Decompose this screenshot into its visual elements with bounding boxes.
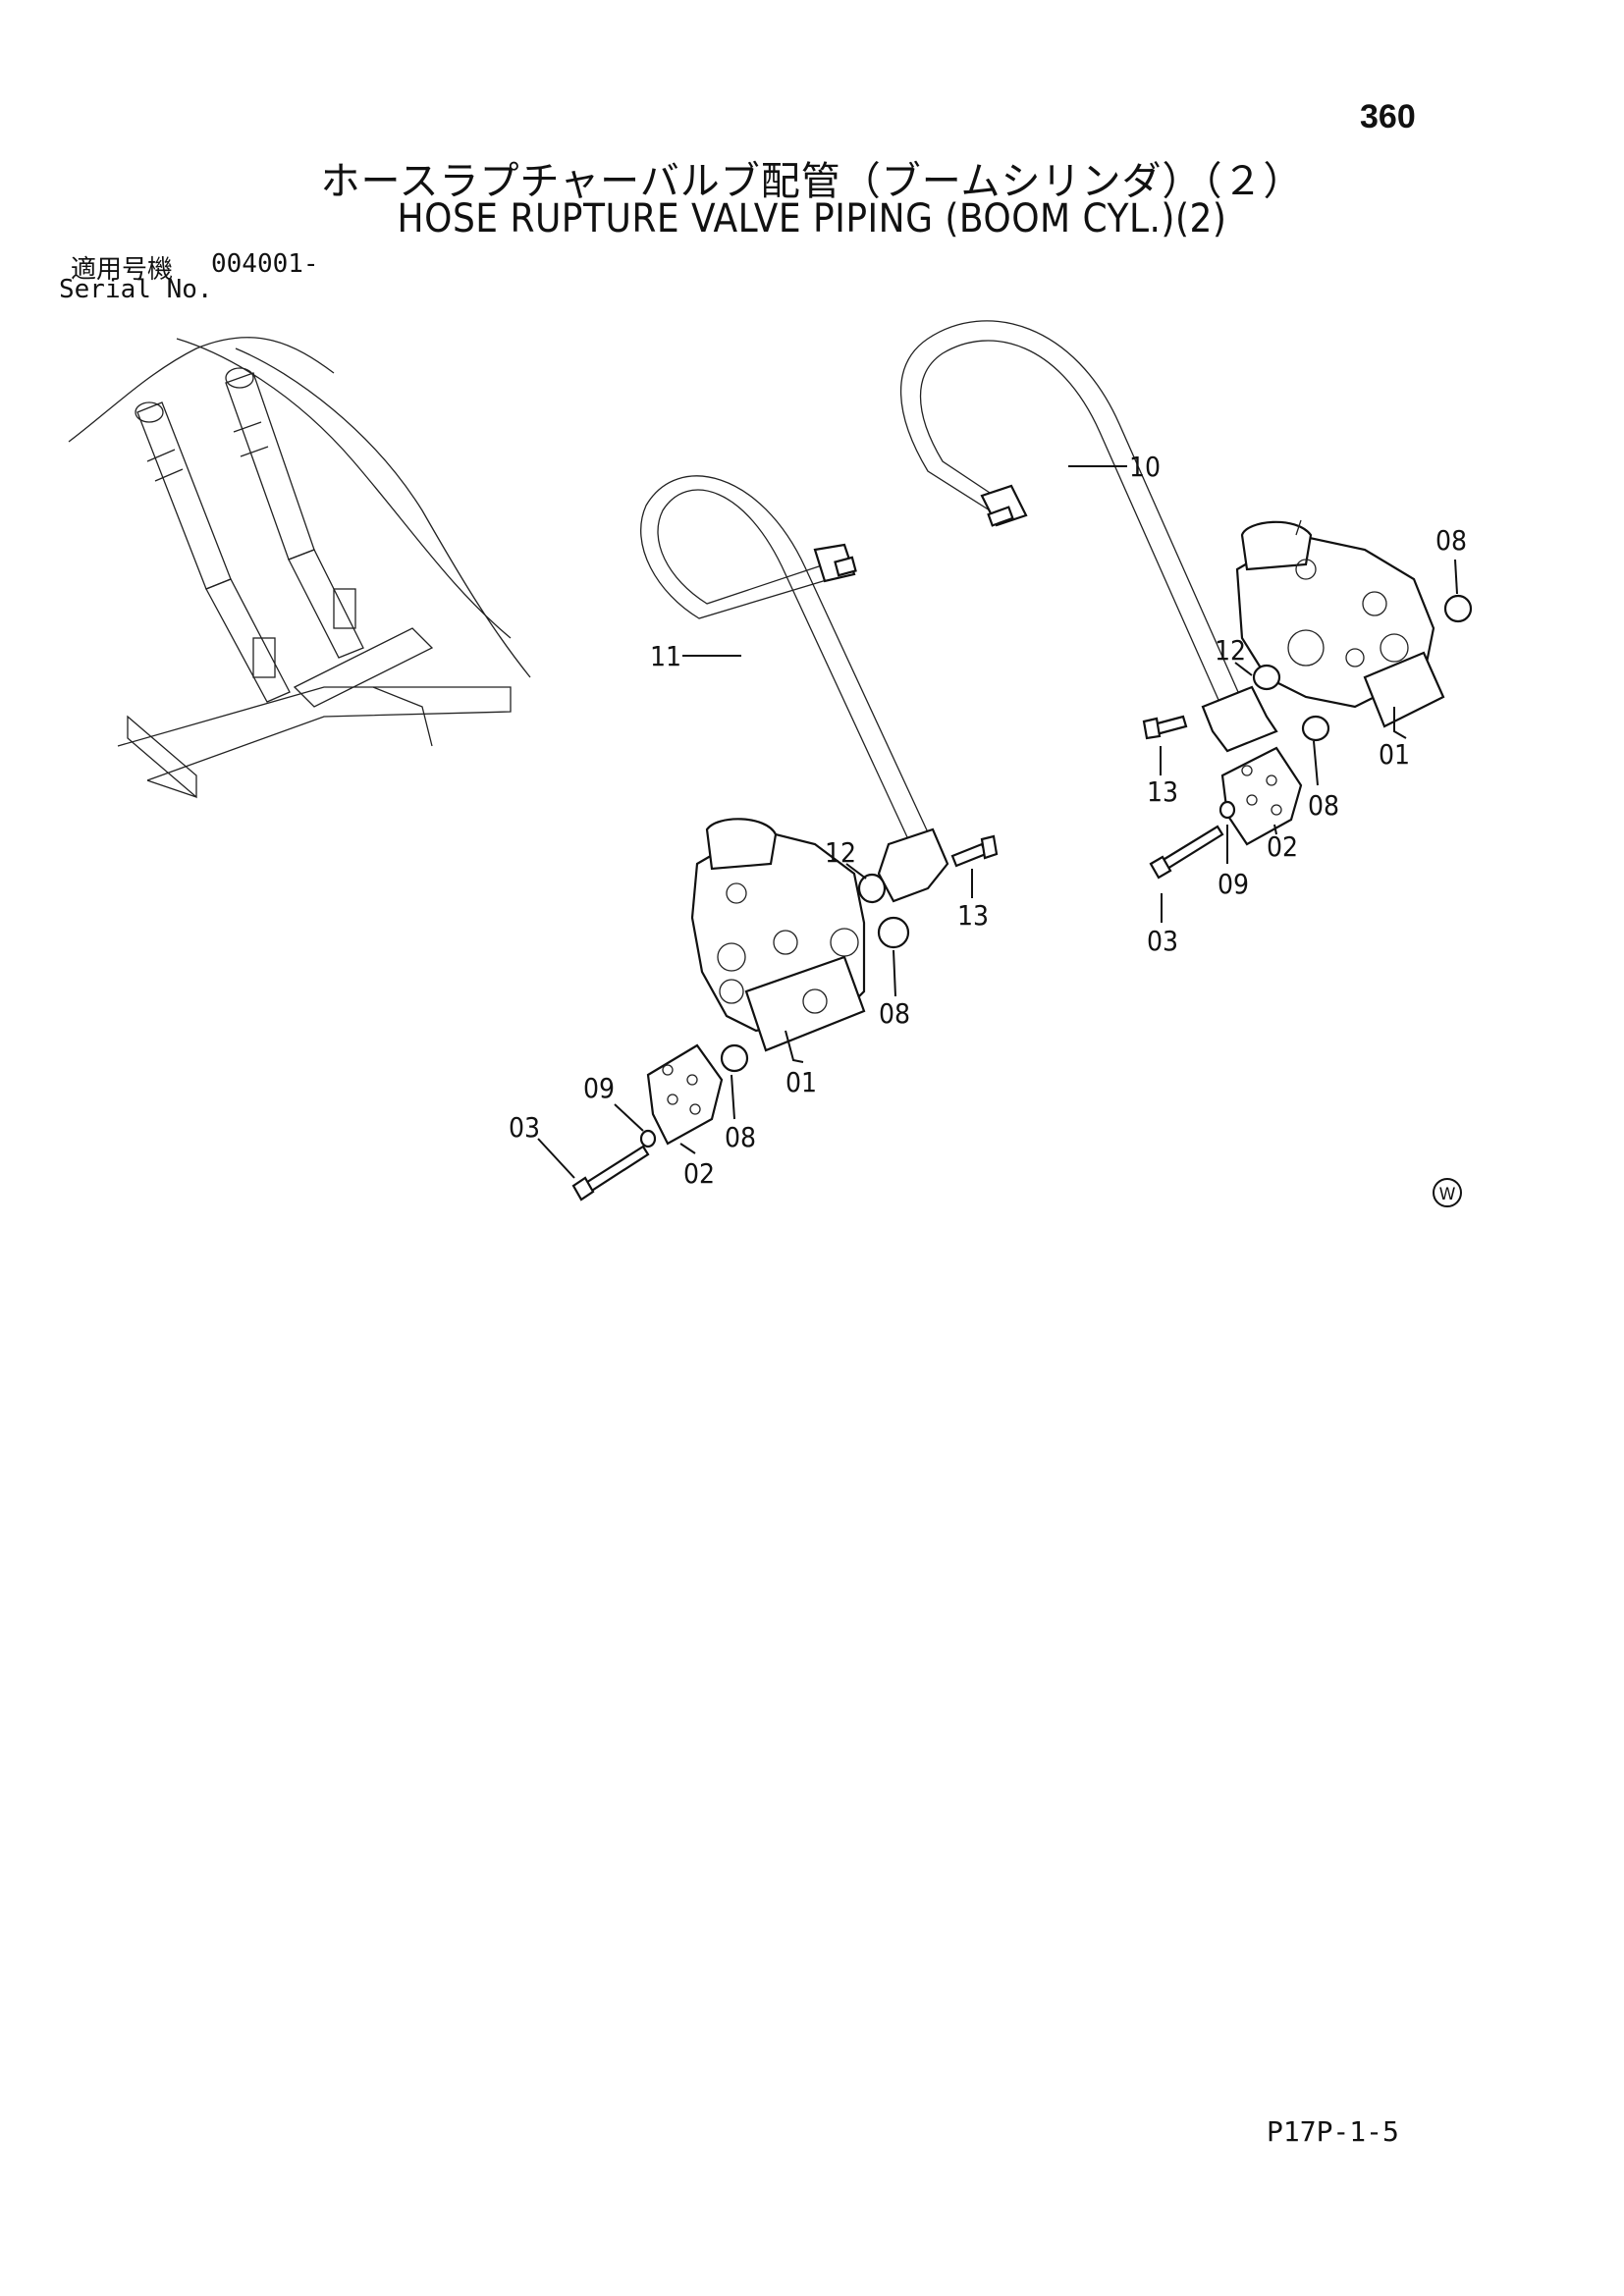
callout-12-left: 12 — [825, 836, 856, 869]
flange-02-left — [646, 1043, 724, 1146]
o-ring-12-left — [857, 873, 887, 904]
leader-lines — [537, 465, 1458, 1179]
callout-01-left: 01 — [785, 1066, 817, 1098]
washer-09-right — [1218, 800, 1236, 820]
callout-03-right: 03 — [1147, 925, 1178, 957]
bolt-03-left — [571, 1145, 650, 1201]
callout-12-right: 12 — [1215, 634, 1246, 667]
o-ring-08-left-bottom — [720, 1043, 749, 1073]
bolt-03-right — [1149, 825, 1224, 880]
circled-w-letter: W — [1439, 1185, 1456, 1204]
callout-08-right-top: 08 — [1435, 524, 1467, 557]
pipe-11 — [640, 475, 949, 903]
callout-13-left: 13 — [957, 899, 989, 932]
serial-label-jp: 適用号機 — [71, 255, 174, 285]
callout-13-right: 13 — [1147, 775, 1178, 808]
callout-03-left: 03 — [509, 1111, 540, 1144]
bolt-13-right — [1142, 715, 1188, 740]
bolt-13-left — [950, 834, 999, 868]
callout-11: 11 — [650, 640, 681, 672]
callout-08-left-top: 08 — [879, 997, 910, 1030]
circled-w-mark: W — [1433, 1178, 1462, 1207]
page-number: 360 — [1360, 98, 1416, 135]
callout-02-right: 02 — [1267, 830, 1298, 863]
callout-02-left: 02 — [683, 1157, 715, 1190]
page-code: P17P-1-5 — [1267, 2115, 1399, 2148]
o-ring-12-right — [1252, 664, 1281, 691]
o-ring-08-left-top — [877, 916, 910, 949]
page-title-jp: ホースラプチャーバルブ配管（ブームシリンダ）（２） — [320, 159, 1304, 204]
pipe-10 — [899, 320, 1278, 753]
callout-01-right: 01 — [1379, 738, 1410, 771]
valve-assembly-right — [1235, 519, 1445, 728]
page-title-en: HOSE RUPTURE VALVE PIPING (BOOM CYL.)(2) — [397, 196, 1227, 241]
callout-08-left-bottom: 08 — [725, 1121, 756, 1153]
callout-09-right: 09 — [1218, 868, 1249, 900]
location-sketch — [68, 337, 531, 799]
serial-value: 004001- — [211, 249, 319, 279]
o-ring-08-right-bottom — [1301, 715, 1330, 742]
flange-02-right — [1220, 746, 1303, 846]
serial-label-en: Serial No. — [59, 275, 213, 304]
washer-09-left — [639, 1129, 657, 1148]
callout-08-right-bottom: 08 — [1308, 789, 1339, 822]
o-ring-08-right-top — [1443, 594, 1473, 623]
valve-assembly-left — [690, 818, 866, 1052]
callout-10: 10 — [1129, 451, 1161, 483]
callout-09-left: 09 — [583, 1072, 615, 1104]
